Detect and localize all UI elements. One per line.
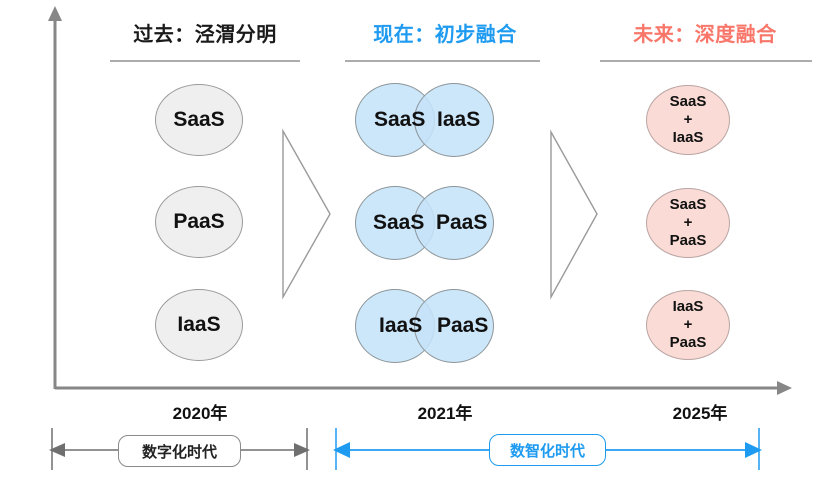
axis-arrow-right-icon	[55, 381, 792, 395]
future-node-2-line2: PaaS	[669, 231, 707, 249]
year-label-2025: 2025年	[672, 404, 728, 423]
future-node-3: IaaS + PaaS	[646, 290, 730, 360]
future-node-3-line1: IaaS	[672, 298, 704, 316]
past-node-paas: PaaS	[155, 186, 243, 258]
venn-row3-right-label: PaaS	[437, 314, 489, 337]
future-node-2-plus: +	[683, 214, 693, 232]
future-node-1-line2: IaaS	[672, 128, 704, 146]
past-node-saas: SaaS	[155, 84, 243, 156]
future-node-1: SaaS + IaaS	[646, 85, 730, 155]
past-node-iaas: IaaS	[155, 289, 243, 361]
future-node-3-line2: PaaS	[669, 333, 707, 351]
venn-row3-right-circle	[414, 289, 494, 363]
chevron-arrow-right-icon-2	[550, 129, 598, 300]
venn-row1-right-label: IaaS	[437, 108, 481, 131]
column-title-now: 现在：初步融合	[373, 24, 517, 46]
venn-row3-left-label: IaaS	[379, 314, 423, 337]
era-label-intelligent: 数智化时代	[489, 434, 606, 466]
chevron-arrow-right-icon-1	[282, 128, 331, 300]
future-node-1-line1: SaaS	[669, 93, 707, 111]
column-title-past: 过去：泾渭分明	[133, 24, 277, 46]
axis-arrow-up-icon	[48, 6, 62, 389]
venn-row2-right-circle	[414, 186, 494, 260]
venn-row2-left-label: SaaS	[373, 211, 425, 234]
era-label-digital: 数字化时代	[118, 435, 241, 467]
future-node-2-line1: SaaS	[669, 196, 707, 214]
future-node-3-plus: +	[683, 316, 693, 334]
future-node-2: SaaS + PaaS	[646, 188, 730, 258]
column-title-future: 未来：深度融合	[633, 24, 777, 46]
venn-row1-left-label: SaaS	[374, 108, 426, 131]
venn-row1-right-circle	[414, 83, 494, 157]
future-node-1-plus: +	[683, 111, 693, 129]
venn-row2-right-label: PaaS	[436, 211, 488, 234]
year-label-2020: 2020年	[172, 404, 228, 423]
year-label-2021: 2021年	[417, 404, 473, 423]
